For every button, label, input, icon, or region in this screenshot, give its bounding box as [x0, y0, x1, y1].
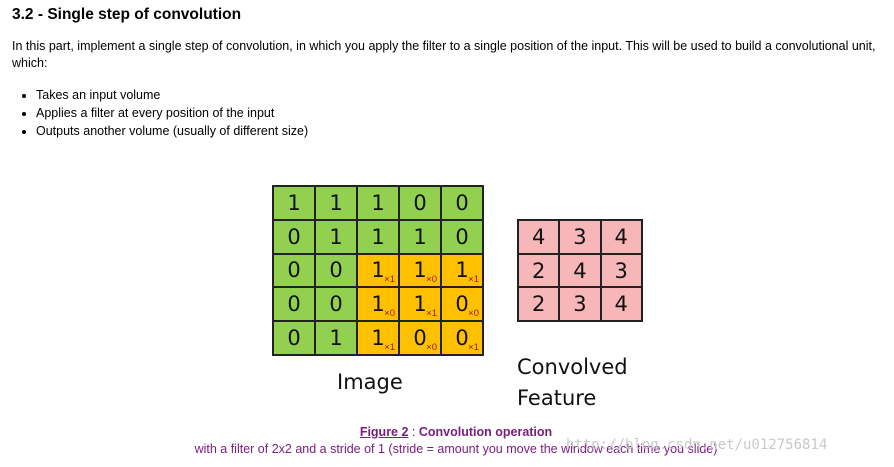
- image-cell: 1: [316, 187, 356, 219]
- image-cell: 1×0: [358, 288, 398, 321]
- image-cell: 0×0: [442, 288, 482, 321]
- image-cell: 0: [316, 254, 356, 287]
- caption-separator: :: [408, 425, 419, 439]
- filter-weight: ×0: [426, 341, 437, 353]
- image-cell-value: 1: [329, 326, 343, 351]
- filter-weight: ×0: [426, 274, 437, 286]
- feature-cell: 2: [519, 288, 559, 321]
- image-cell: 1: [316, 220, 356, 253]
- image-cell-value: 0: [455, 292, 469, 317]
- figure-link[interactable]: Figure 2: [359, 425, 409, 439]
- filter-weight: ×0: [468, 308, 479, 320]
- image-cell-value: 1: [287, 190, 301, 215]
- image-cell-value: 1: [371, 292, 385, 317]
- image-cell-value: 1: [413, 292, 427, 317]
- section-title: 3.2 - Single step of convolution: [12, 6, 242, 23]
- image-cell-value: 0: [329, 258, 343, 283]
- image-cell: 0: [274, 254, 314, 287]
- bullet-list: Takes an input volume Applies a filter a…: [12, 86, 308, 140]
- bullet-item: Takes an input volume: [36, 86, 308, 104]
- image-cell-value: 0: [329, 292, 343, 317]
- image-cell: 0: [274, 322, 314, 354]
- feature-label-line2: Feature: [517, 386, 597, 410]
- image-cell: 0: [316, 288, 356, 321]
- feature-cell: 3: [560, 288, 600, 321]
- image-cell: 1×1: [442, 254, 482, 287]
- image-cell: 1: [400, 220, 440, 253]
- image-cell: 0: [442, 220, 482, 253]
- image-cell-value: 1: [371, 224, 385, 249]
- image-cell-value: 0: [287, 326, 301, 351]
- image-cell: 1: [358, 220, 398, 253]
- bullet-item: Outputs another volume (usually of diffe…: [36, 122, 308, 140]
- image-cell: 0: [400, 187, 440, 219]
- feature-label-line1: Convolved: [517, 355, 628, 379]
- intro-paragraph: In this part, implement a single step of…: [12, 39, 876, 70]
- filter-weight: ×0: [384, 308, 395, 320]
- feature-cell: 3: [560, 221, 600, 253]
- feature-cell: 4: [560, 254, 600, 287]
- image-cell: 1×0: [400, 254, 440, 287]
- image-cell-value: 0: [455, 190, 469, 215]
- feature-cell: 4: [601, 288, 641, 321]
- image-cell: 1: [274, 187, 314, 219]
- bullet-item: Applies a filter at every position of th…: [36, 104, 308, 122]
- caption-title: Convolution operation: [418, 425, 553, 439]
- image-cell: 0: [442, 187, 482, 219]
- filter-weight: ×1: [384, 274, 395, 286]
- feature-cell: 4: [519, 221, 559, 253]
- filter-weight: ×1: [468, 274, 479, 286]
- image-cell-value: 0: [455, 326, 469, 351]
- image-cell-value: 0: [287, 292, 301, 317]
- image-cell-value: 1: [329, 224, 343, 249]
- image-cell-value: 1: [413, 224, 427, 249]
- image-cell-value: 0: [455, 224, 469, 249]
- watermark: http://blog.csdn.net/u012756814: [566, 437, 828, 453]
- image-cell-value: 1: [329, 190, 343, 215]
- image-cell: 0: [274, 220, 314, 253]
- image-cell-value: 1: [371, 258, 385, 283]
- image-cell: 0: [274, 288, 314, 321]
- image-cell: 1×1: [358, 322, 398, 354]
- figure-caption: Figure 2 : Convolution operation with a …: [0, 424, 894, 458]
- image-cell-value: 1: [371, 326, 385, 351]
- filter-weight: ×1: [384, 341, 395, 353]
- feature-cell: 4: [601, 221, 641, 253]
- image-cell: 1×1: [400, 288, 440, 321]
- image-cell-value: 1: [371, 190, 385, 215]
- image-cell-value: 0: [287, 258, 301, 283]
- image-cell: 1: [358, 187, 398, 219]
- image-cell-value: 0: [287, 224, 301, 249]
- convolved-feature-label: Convolved Feature: [517, 352, 628, 414]
- feature-cell: 3: [601, 254, 641, 287]
- filter-weight: ×1: [468, 341, 479, 353]
- feature-cell: 2: [519, 254, 559, 287]
- image-cell-value: 1: [455, 258, 469, 283]
- image-cell: 1×1: [358, 254, 398, 287]
- image-cell: 0×1: [442, 322, 482, 354]
- image-cell: 1: [316, 322, 356, 354]
- caption-subtitle: with a filter of 2x2 and a stride of 1 (…: [194, 442, 718, 456]
- image-cell-value: 0: [413, 190, 427, 215]
- image-cell-value: 1: [413, 258, 427, 283]
- image-label: Image: [337, 370, 403, 394]
- image-cell-value: 0: [413, 326, 427, 351]
- image-cell: 0×0: [400, 322, 440, 354]
- filter-weight: ×1: [426, 308, 437, 320]
